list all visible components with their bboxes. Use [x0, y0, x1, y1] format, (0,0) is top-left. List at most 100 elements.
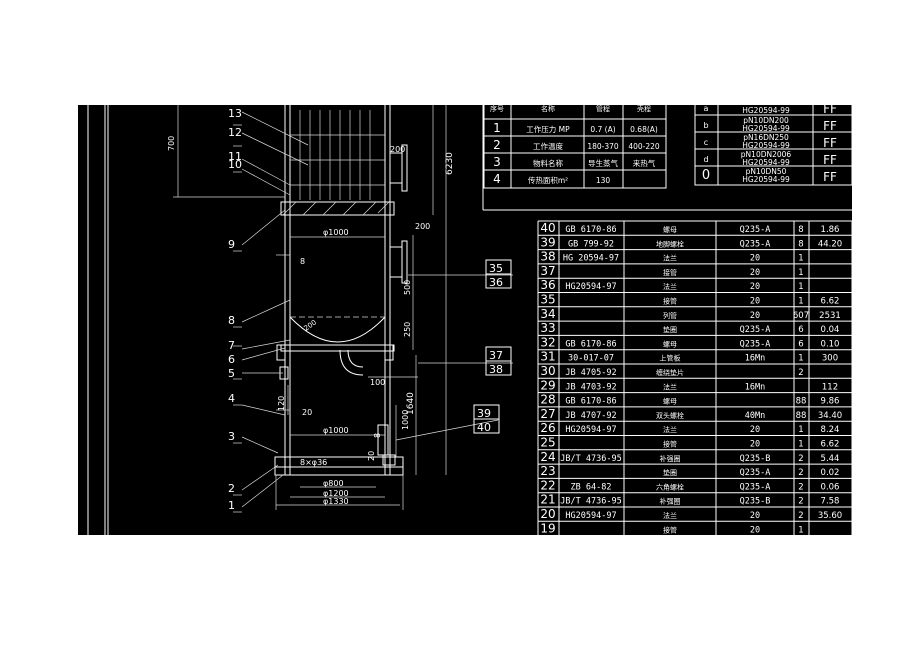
parts-weight: 44.20	[818, 239, 842, 249]
parts-name: 补强圈	[660, 454, 681, 463]
dim-1000: 1000	[401, 410, 410, 430]
parts-qty: 607	[793, 311, 809, 321]
label-11: 11	[228, 150, 242, 163]
nozzle-standard: HG20594-99	[742, 175, 790, 184]
parts-name: 接管	[663, 297, 677, 306]
dim-120: 120	[277, 396, 286, 411]
parts-weight: 0.04	[821, 325, 840, 335]
dim-200-top: 200	[390, 145, 405, 154]
dim-8-top: 8	[300, 257, 305, 266]
parts-qty: 6	[798, 339, 803, 349]
parts-weight: 0.06	[821, 482, 840, 492]
parts-name: 缠绕垫片	[656, 368, 684, 377]
parts-standard: JB 4707-92	[565, 411, 616, 421]
parts-name: 列管	[663, 311, 677, 320]
parts-no: 31	[540, 350, 555, 364]
parts-no: 21	[540, 493, 555, 507]
parts-qty: 1	[798, 440, 803, 450]
parts-qty: 2	[798, 482, 803, 492]
parts-qty: 1	[798, 254, 803, 264]
callout-35: 35	[489, 262, 503, 275]
parts-no: 38	[540, 250, 555, 264]
tech-header-cell: 名称	[541, 105, 555, 113]
parts-weight: 8.24	[821, 425, 840, 435]
nozzle-id: b	[703, 121, 708, 130]
nozzle-spec: pN10DN2006	[741, 150, 792, 159]
parts-qty: 6	[798, 325, 803, 335]
dim-phi1000-top: φ1000	[323, 228, 349, 237]
label-13: 13	[228, 107, 242, 120]
parts-name: 垫圈	[663, 468, 677, 477]
parts-material: 40Mn	[745, 411, 765, 421]
nozzle-standard: HG20594-99	[742, 106, 790, 115]
parts-standard: JB 4703-92	[565, 382, 616, 392]
parts-no: 34	[540, 307, 555, 321]
nozzle-face: FF	[823, 136, 837, 150]
dim-phi1000-bottom: φ1000	[323, 426, 349, 435]
tech-header-cell: 管程	[596, 105, 610, 113]
nozzle-face: FF	[823, 153, 837, 167]
tube-bundle	[290, 110, 385, 200]
parts-no: 37	[540, 264, 555, 278]
callout-37: 37	[489, 349, 503, 362]
parts-standard: GB 6170-86	[565, 397, 616, 407]
parts-no: 35	[540, 293, 555, 307]
parts-name: 法兰	[663, 282, 677, 291]
parts-material: 20	[750, 311, 760, 321]
dim-1640: 1640	[406, 392, 416, 415]
callout-39: 39	[477, 407, 491, 420]
dim-500: 500	[403, 280, 412, 295]
tech-cell: 180-370	[587, 142, 619, 151]
parts-qty: 2	[798, 511, 803, 521]
parts-standard: GB 799-92	[568, 239, 614, 249]
parts-material: 20	[750, 282, 760, 292]
dim-r200: 200	[303, 318, 319, 332]
parts-no: 27	[540, 407, 555, 421]
parts-name: 六角螺栓	[656, 482, 684, 491]
parts-no: 36	[540, 278, 555, 292]
nozzle-standard: HG20594-99	[742, 158, 790, 167]
tech-cell: 4	[493, 172, 501, 186]
parts-material: Q235-A	[740, 339, 771, 349]
parts-qty: 2	[798, 368, 803, 378]
dim-phi800: φ800	[323, 479, 344, 488]
parts-name: 垫圈	[663, 325, 677, 334]
parts-standard: GB 6170-86	[565, 225, 616, 235]
parts-name: 接管	[663, 525, 677, 534]
dished-head	[289, 316, 386, 343]
parts-no: 25	[540, 436, 555, 450]
parts-qty: 1	[798, 425, 803, 435]
parts-material: Q235-A	[740, 468, 771, 478]
tech-cell: 物料名称	[533, 158, 563, 168]
parts-standard: ZB 64-82	[571, 482, 612, 492]
tech-cell: 2	[493, 138, 501, 152]
parts-name: 上管板	[660, 354, 681, 363]
parts-no: 28	[540, 393, 555, 407]
dim-6230: 6230	[445, 152, 455, 175]
tech-cell: 传热面积m²	[528, 175, 568, 185]
lower-nozzle	[384, 344, 394, 361]
dim-250: 250	[403, 322, 412, 337]
tech-cell: 工作压力 MP	[526, 124, 570, 134]
parts-weight: 35.60	[818, 511, 842, 521]
parts-name: 法兰	[663, 511, 677, 520]
parts-name: 法兰	[663, 382, 677, 391]
nozzle-id: d	[703, 155, 708, 164]
part-number-labels: 13 12 11 10 9 8 7 6 5 4 3 2 1	[228, 107, 242, 512]
dim-phi1330: φ1330	[323, 497, 349, 506]
parts-material: 20	[750, 440, 760, 450]
parts-no: 40	[540, 221, 555, 235]
parts-qty: 8	[798, 239, 803, 249]
dim-phi1200: φ1200	[323, 489, 349, 498]
drawing-frame	[87, 105, 852, 535]
dim-holes: 8×φ36	[300, 458, 327, 467]
parts-name: 螺母	[663, 225, 677, 234]
tech-cell: 导生蒸气	[588, 158, 618, 168]
parts-no: 26	[540, 421, 555, 435]
parts-weight: 0.10	[821, 339, 840, 349]
parts-no: 30	[540, 364, 555, 378]
label-10: 10	[228, 158, 242, 171]
parts-weight: 2531	[819, 311, 841, 321]
